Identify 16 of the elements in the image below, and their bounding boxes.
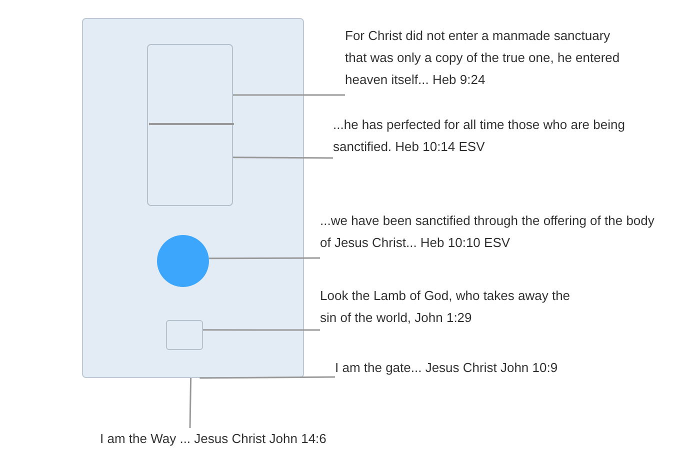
leader-line	[189, 378, 192, 428]
quote-text: ...he has perfected for all time those who are being sanctified. Heb 10:14 ESV	[333, 114, 633, 158]
leader-line	[233, 94, 345, 96]
small-square	[166, 320, 203, 350]
quote-text: For Christ did not enter a manmade sanctuary that was only a copy of the true one, he entered heaven itself... Heb 9:24	[345, 25, 625, 95]
circle	[157, 235, 209, 287]
inner-rectangle	[147, 44, 233, 206]
leader-line	[200, 376, 335, 379]
leader-line	[209, 257, 320, 260]
quote-text: I am the gate... Jesus Christ John 10:9	[335, 357, 565, 377]
quote-text: I am the Way ... Jesus Christ John 14:6	[100, 428, 340, 448]
leader-line	[203, 329, 320, 331]
leader-line	[233, 156, 333, 159]
quote-text: ...we have been sanctified through the offering of the body of Jesus Christ... Heb 10:10 ESV	[320, 210, 665, 258]
outer-rectangle	[82, 18, 304, 378]
quote-text: Look the Lamb of God, who takes away the sin of the world, John 1:29	[320, 285, 590, 330]
